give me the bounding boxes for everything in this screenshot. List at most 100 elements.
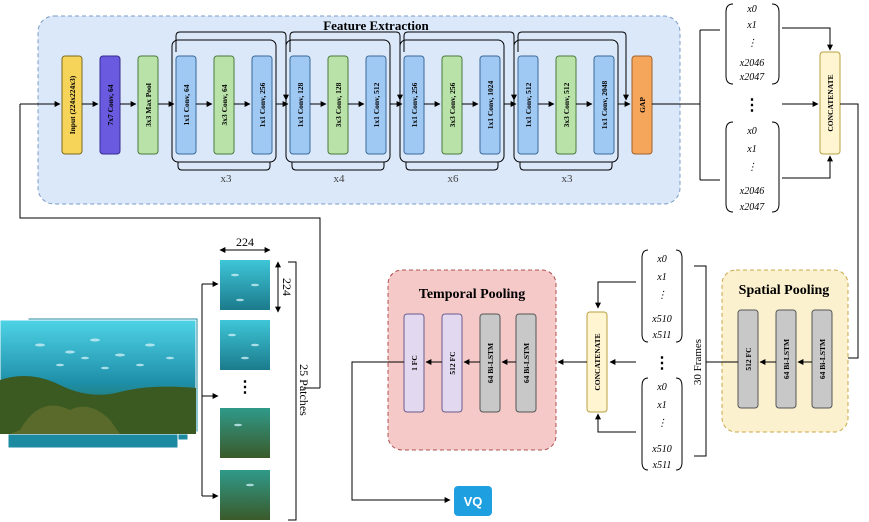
frame-middle-dots: ⋮	[654, 355, 670, 372]
stage3-conv-b-label: 3x3 Conv, 256	[448, 82, 457, 127]
patches: 224 224 ⋮ 25 Patches	[219, 235, 320, 521]
frame-top-x510: x510	[651, 314, 671, 325]
temporal-bilstm-1	[515, 313, 537, 413]
patch-1	[220, 260, 270, 310]
stage1-conv-a	[175, 55, 197, 155]
stage3-conv-c	[479, 55, 501, 155]
vector-bracket	[641, 249, 649, 343]
stage3-brace	[405, 162, 499, 171]
stage2-repeat: x4	[334, 173, 346, 185]
stage1-conv-a-label: 1x1 Conv, 64	[182, 84, 191, 125]
input-block	[61, 55, 83, 155]
patch-height-label: 224	[280, 278, 294, 296]
spatial-bilstm-1	[811, 309, 833, 409]
arrow	[782, 27, 833, 51]
arrow	[595, 281, 636, 309]
frame-bot-dots: ⋮	[657, 418, 667, 429]
feat-top-x1: x1	[746, 20, 756, 31]
spatial-pooling-panel: Spatial Pooling 64 Bi-LSTM 64 Bi-LSTM 51…	[721, 269, 849, 433]
feature-extraction-panel: Feature Extraction Input (224x224x3) 7x7…	[20, 15, 681, 205]
feat-bot-x2047: x2047	[739, 202, 765, 213]
input-label: Input (224x224x3)	[68, 75, 77, 134]
vector-bracket	[675, 249, 683, 343]
temporal-to-vq-arrow	[351, 361, 451, 503]
temporal-fc-512-label: 512 FC	[448, 351, 457, 374]
frame-bot-x510: x510	[651, 444, 671, 455]
stage4-conv-b-label: 3x3 Conv, 512	[562, 82, 571, 127]
stage3-conv-b	[441, 55, 463, 155]
feat-top-dots: ⋮	[747, 38, 757, 49]
stage2-brace	[291, 162, 385, 171]
feat-top-x0: x0	[746, 4, 756, 15]
temporal-fc-1	[403, 313, 425, 413]
skip-arrow-2	[289, 31, 403, 101]
temporal-bilstm-2-label: 64 Bi-LSTM	[486, 343, 495, 383]
frame-top-x0: x0	[656, 254, 666, 265]
patches-bracket	[288, 261, 297, 521]
concat-block-top	[819, 51, 841, 155]
patch-4	[220, 470, 270, 520]
frame-bot-x511: x511	[652, 460, 672, 471]
frame-top-dots: ⋮	[657, 290, 667, 301]
stage-2: 1x1 Conv, 128 3x3 Conv, 128 1x1 Conv, 51…	[285, 39, 391, 185]
vector-bracket	[675, 377, 683, 471]
feat-top-x2046: x2046	[739, 58, 764, 69]
frame-top-x1: x1	[656, 272, 666, 283]
spatial-fc	[737, 309, 759, 409]
maxpool-label: 3x3 Max Pool	[144, 83, 153, 127]
concat-label-bottom: CONCATENATE	[593, 333, 602, 390]
stage1-conv-b-label: 3x3 Conv, 64	[220, 84, 229, 125]
conv7-block	[99, 55, 121, 155]
arrow	[595, 413, 636, 433]
stage1-conv-b	[213, 55, 235, 155]
stage2-conv-b-label: 3x3 Conv, 128	[334, 82, 343, 127]
spatial-bilstm-2	[775, 309, 797, 409]
patch-branch-arrows	[201, 281, 219, 499]
spatial-fc-label: 512 FC	[744, 347, 753, 370]
stage-4: 1x1 Conv, 512 3x3 Conv, 512 1x1 Conv, 20…	[513, 39, 619, 185]
frame-bot-x0: x0	[656, 382, 666, 393]
feat-middle-dots: ⋮	[744, 97, 760, 114]
feat-bot-x2046: x2046	[739, 186, 764, 197]
skip-arrow-4	[517, 31, 629, 101]
stage4-conv-a-label: 1x1 Conv, 512	[524, 82, 533, 127]
scene-frames	[0, 317, 199, 449]
vector-bracket	[771, 121, 780, 213]
frames-label: 30 Frames	[692, 339, 704, 385]
arrow	[782, 155, 833, 179]
patch-3	[220, 408, 270, 458]
gap-label: GAP	[638, 97, 647, 113]
vq-label: VQ	[464, 494, 483, 509]
feature-vectors: x0 x1 ⋮ x2046 x2047 ⋮ x0 x1 ⋮ x2046 x204…	[699, 3, 841, 213]
stage4-conv-a	[517, 55, 539, 155]
spatial-bilstm-2-label: 64 Bi-LSTM	[782, 339, 791, 379]
spatial-pooling-title: Spatial Pooling	[739, 283, 830, 298]
temporal-bilstm-2	[479, 313, 501, 413]
frames-bracket	[694, 265, 707, 457]
feature-extraction-title: Feature Extraction	[323, 18, 429, 33]
stage2-conv-a-label: 1x1 Conv, 128	[296, 82, 305, 127]
vector-bracket	[725, 3, 734, 85]
stage4-conv-c-label: 1x1 Conv, 2048	[600, 80, 609, 129]
vector-bracket	[725, 121, 734, 213]
stage2-conv-b	[327, 55, 349, 155]
temporal-pooling-title: Temporal Pooling	[419, 287, 525, 302]
temporal-bilstm-1-label: 64 Bi-LSTM	[522, 343, 531, 383]
feat-bot-dots: ⋮	[747, 162, 757, 173]
stage4-conv-c	[593, 55, 615, 155]
stage-3: 1x1 Conv, 256 3x3 Conv, 256 1x1 Conv, 10…	[399, 39, 505, 185]
stage3-conv-a	[403, 55, 425, 155]
stage3-repeat: x6	[448, 173, 460, 185]
stage-1: 1x1 Conv, 64 3x3 Conv, 64 1x1 Conv, 256 …	[171, 39, 277, 185]
temporal-fc-1-label: 1 FC	[410, 355, 419, 371]
spatial-bilstm-1-label: 64 Bi-LSTM	[818, 339, 827, 379]
frame-top-x511: x511	[652, 330, 672, 341]
temporal-pooling-panel: Temporal Pooling 64 Bi-LSTM 64 Bi-LSTM 5…	[387, 269, 557, 451]
conv7-label: 7x7 Conv, 64	[106, 84, 115, 125]
stage2-conv-a	[289, 55, 311, 155]
stage1-conv-c-label: 1x1 Conv, 256	[258, 82, 267, 127]
maxpool-block	[137, 55, 159, 155]
stage4-repeat: x3	[562, 173, 574, 185]
stage2-conv-c-label: 1x1 Conv, 512	[372, 82, 381, 127]
